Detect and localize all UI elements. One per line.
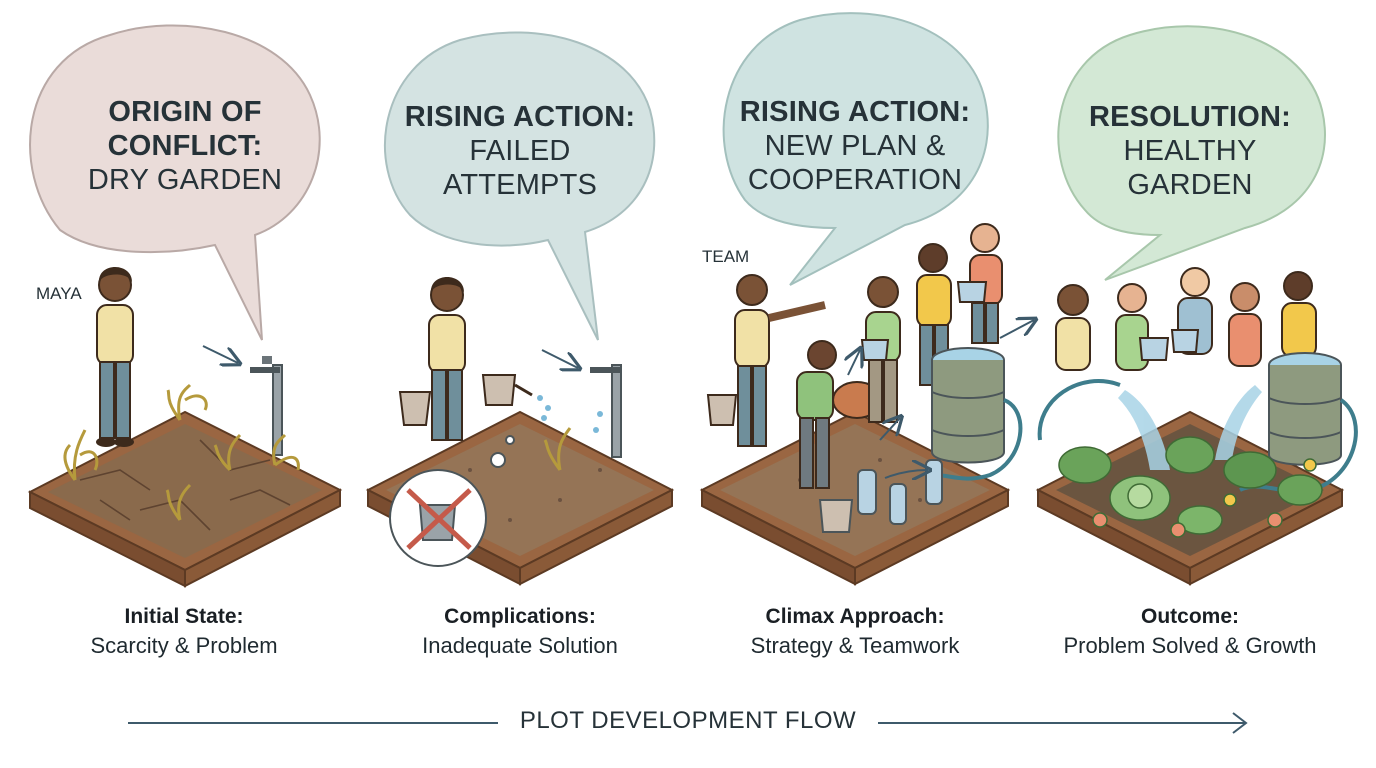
bubble-text-4: RESOLUTION: HEALTHY GARDEN: [1075, 100, 1305, 202]
bubble-body-4: HEALTHY GARDEN: [1123, 135, 1257, 201]
bubble-body-2: FAILED ATTEMPTS: [442, 135, 598, 201]
bubble-text-2: RISING ACTION: FAILED ATTEMPTS: [400, 100, 640, 202]
caption-sub-1: Scarcity & Problem: [90, 633, 278, 658]
maya-figure: [96, 267, 134, 447]
plot-flow-arrow: [128, 712, 1248, 734]
caption-sub-4: Problem Solved & Growth: [1063, 633, 1317, 658]
happy-team: [1055, 267, 1317, 371]
bubble-text-1: ORIGIN OF CONFLICT: DRY GARDEN: [70, 95, 300, 197]
caption-title-4: Outcome:: [1140, 605, 1239, 628]
water-drops: [537, 395, 603, 433]
water-spray: [1118, 385, 1262, 470]
team-members: [706, 223, 1003, 489]
maya-label: MAYA: [36, 284, 82, 303]
garden-bed-1: [27, 410, 343, 588]
bubble-body-3: NEW PLAN & COOPERATION: [747, 130, 963, 196]
bubble-heading-1: ORIGIN OF CONFLICT:: [107, 96, 263, 162]
speech-bubble-2: [383, 31, 656, 341]
bubble-heading-4: RESOLUTION:: [1089, 101, 1291, 133]
caption-2: Complications: Inadequate Solution: [370, 603, 670, 661]
caption-title-3: Climax Approach:: [765, 605, 945, 628]
rain-barrel-1: [931, 347, 1023, 481]
caption-sub-2: Inadequate Solution: [422, 633, 618, 658]
arrow-to-tap-2: [541, 349, 578, 368]
tap-icon-1: [250, 356, 283, 456]
rain-barrel-2: [1268, 352, 1342, 466]
bubble-text-3: RISING ACTION: NEW PLAN & COOPERATION: [730, 95, 980, 197]
dry-plants: [63, 383, 300, 521]
speech-bubble-4: [1057, 25, 1326, 281]
bubble-heading-3: RISING ACTION:: [739, 96, 971, 128]
dry-plant-2: [543, 427, 572, 471]
girl-with-watering-can: [398, 277, 533, 441]
water-bottles: [818, 459, 943, 533]
tap-icon-2: [590, 364, 622, 458]
caption-1: Initial State: Scarcity & Problem: [34, 603, 334, 661]
speech-bubble-3: [722, 12, 989, 286]
caption-4: Outcome: Problem Solved & Growth: [1030, 603, 1350, 661]
team-arrows: [848, 320, 1034, 478]
bubble-heading-2: RISING ACTION:: [404, 101, 636, 133]
failed-thought-bubble: [389, 435, 515, 567]
speech-bubble-1: [29, 24, 321, 341]
caption-title-2: Complications:: [444, 605, 596, 628]
plot-flow-label: PLOT DEVELOPMENT FLOW: [519, 707, 857, 734]
arrow-to-tap-1: [202, 345, 238, 363]
caption-3: Climax Approach: Strategy & Teamwork: [705, 603, 1005, 661]
caption-sub-3: Strategy & Teamwork: [750, 633, 960, 658]
team-label: TEAM: [702, 247, 750, 266]
healthy-plants: [1058, 436, 1323, 538]
caption-title-1: Initial State:: [124, 605, 244, 628]
bubble-body-1: DRY GARDEN: [87, 164, 283, 196]
